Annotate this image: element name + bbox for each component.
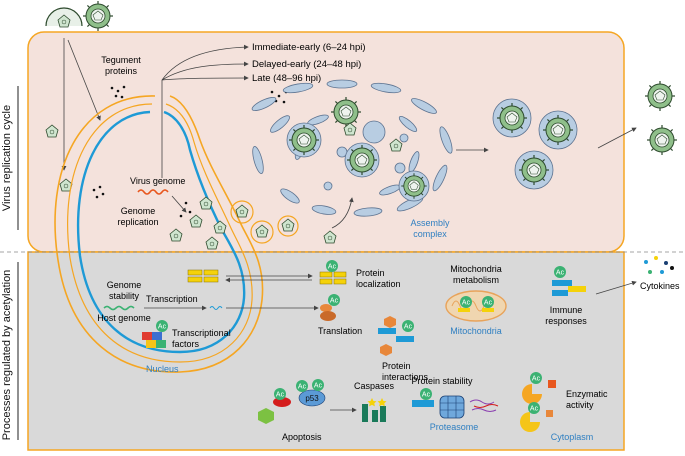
tegument-label-2: proteins (105, 66, 138, 76)
nucleus-label: Nucleus (146, 364, 179, 374)
protein-stability-label: Protein stability (411, 376, 473, 386)
enzymatic-activity-label-2: activity (566, 400, 594, 410)
virus-genome-helix (137, 189, 169, 195)
assembly-virion-1 (286, 122, 322, 158)
side-label-acetylation: Processes regulated by acetylation (1, 270, 13, 441)
assembly-virion-naked-1 (330, 96, 362, 128)
assembly-virion-3 (398, 170, 430, 202)
apoptosis-label: Apoptosis (282, 432, 322, 442)
translation-label: Translation (318, 326, 362, 336)
mitochondria-metabolism-label-2: metabolism (453, 275, 499, 285)
mitochondria-metabolism-label-1: Mitochondria (450, 264, 502, 274)
released-virion-icon-2 (646, 124, 678, 156)
assembly-virion-2 (344, 142, 380, 178)
egress-virion-1 (492, 98, 532, 138)
virus-genome-label: Virus genome (130, 176, 185, 186)
protein-localization-label-1: Protein (356, 268, 385, 278)
transcriptional-factors-label-2: factors (172, 339, 200, 349)
assembly-complex-label-2: complex (413, 229, 447, 239)
free-virion-top-icon (82, 0, 114, 32)
genome-stability-label-1: Genome (107, 280, 142, 290)
enzymatic-activity-label-1: Enzymatic (566, 389, 608, 399)
immune-responses-label-1: Immune (550, 305, 583, 315)
nucleus-outer-membrane (54, 95, 264, 373)
genome-replication-label-1: Genome (121, 206, 156, 216)
budding-vesicle-3 (277, 215, 299, 237)
p53-complex-icon (258, 379, 326, 424)
enzyme-icon (520, 372, 556, 432)
tegument-label-1: Tegument (101, 55, 141, 65)
nuclear-protein-icon (187, 269, 219, 283)
transcriptional-factors-label-1: Transcriptional (172, 328, 231, 338)
protein-interaction-icon (378, 316, 414, 356)
genome-replication-label-2: replication (117, 217, 158, 227)
host-genome-helix (103, 305, 135, 311)
egress-virion-2 (538, 110, 578, 150)
replication-dots (179, 201, 192, 218)
p53-label: p53 (305, 394, 319, 403)
side-label-replication: Virus replication cycle (1, 105, 13, 211)
protein-localization-label-2: localization (356, 279, 401, 289)
phase-delayed-early: Delayed-early (24–48 hpi) (252, 59, 361, 70)
localized-protein-icon (319, 260, 347, 285)
proteasome-label: Proteasome (430, 422, 479, 432)
mitochondrion-icon (445, 290, 507, 322)
phase-immediate-early: Immediate-early (6–24 hpi) (252, 42, 366, 53)
cytoplasm-label: Cytoplasm (551, 432, 594, 442)
protein-interactions-label-1: Protein (382, 361, 411, 371)
nucleus-inner-membrane (76, 110, 246, 354)
ribosome-icon (320, 294, 340, 321)
nucleus-inner-orange (67, 103, 253, 363)
immune-responses-label-2: responses (545, 316, 587, 326)
phase-late: Late (48–96 hpi) (252, 73, 321, 84)
transcription-label: Transcription (146, 294, 198, 304)
egress-virion-3 (514, 150, 554, 190)
proteasome-icon (439, 395, 465, 419)
stability-protein-icon (412, 388, 434, 407)
protein-interactions-label-2: interactions (382, 372, 429, 382)
released-virion-icon-1 (644, 80, 676, 112)
host-genome-label: Host genome (97, 313, 151, 323)
budding-vesicle-1 (230, 200, 254, 224)
genome-stability-label-2: stability (109, 291, 140, 301)
assembly-complex-vesicles (323, 120, 409, 191)
cytokine-dots (644, 256, 674, 274)
mitochondria-label: Mitochondria (450, 326, 502, 336)
tegument-dots (110, 85, 126, 99)
peptide-fragments (469, 399, 497, 412)
tegument-dots-nucleus (92, 185, 105, 199)
budding-vesicle-2 (250, 220, 274, 244)
caspases-icon (362, 398, 387, 422)
transcription-factor-icon (142, 320, 168, 348)
assembly-complex-ring (251, 79, 453, 217)
cytokines-label: Cytokines (640, 281, 680, 291)
assembly-complex-label-1: Assembly (410, 218, 450, 228)
immune-protein-icon (552, 266, 586, 296)
caspases-label: Caspases (354, 381, 395, 391)
mrna-squiggle (209, 306, 223, 310)
